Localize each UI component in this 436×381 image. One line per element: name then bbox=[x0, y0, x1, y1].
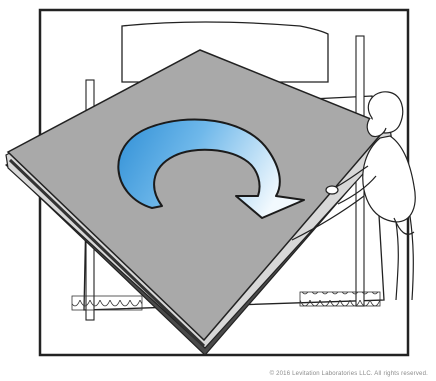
bed-skirt-right bbox=[300, 292, 380, 306]
copyright-notice: © 2016 Levitation Laboratories LLC. All … bbox=[270, 371, 428, 377]
bed-skirt-left bbox=[72, 296, 142, 310]
